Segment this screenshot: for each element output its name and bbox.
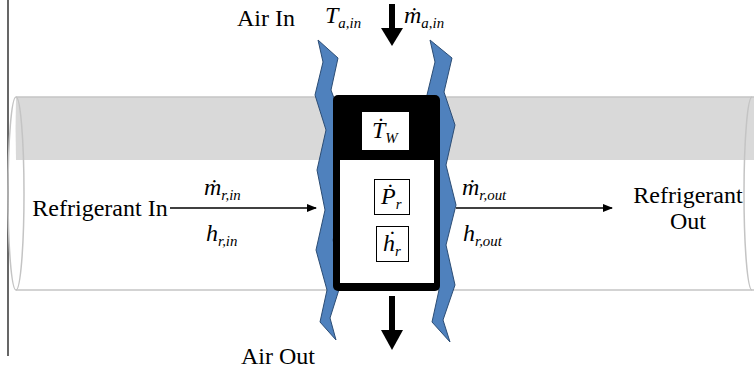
refrigerant-arrow <box>456 207 612 209</box>
symbol: ṁ <box>404 2 421 28</box>
variable-box: ḣr <box>376 226 409 262</box>
variable-label: hr,out <box>463 220 502 246</box>
variable-label: ṁr,out <box>462 174 506 200</box>
subscript: r,in <box>221 187 240 203</box>
symbol: h <box>206 220 218 246</box>
air-arrow <box>389 296 395 332</box>
symbol: h <box>463 220 475 246</box>
state-variable: ṪW <box>372 117 398 143</box>
flow-label: Refrigerant Out <box>626 182 750 235</box>
symbol: ṁ <box>462 174 479 200</box>
symbol: ḣ <box>383 230 395 256</box>
flow-label: Air Out <box>241 343 315 369</box>
air-arrow-head <box>381 330 403 350</box>
variable-label: ṁr,in <box>204 174 241 200</box>
control-volume <box>333 95 440 291</box>
tube-end <box>744 97 752 290</box>
symbol: Ṗ <box>381 183 396 209</box>
subscript: r,out <box>475 233 502 249</box>
subscript: a,in <box>421 15 444 31</box>
subscript: W <box>385 130 397 146</box>
flow-label: Refrigerant In <box>25 195 175 221</box>
flow-label: Air In <box>237 5 295 31</box>
subscript: r <box>395 243 401 259</box>
tube-end <box>8 97 24 290</box>
symbol: Ṫ <box>372 117 385 143</box>
subscript: a,in <box>338 15 361 31</box>
air-arrow-head <box>381 28 403 46</box>
tube-shade <box>15 97 16 160</box>
refrigerant-arrow <box>170 207 316 209</box>
state-variable: ḣr <box>383 230 401 256</box>
control-volume-inner <box>340 160 434 283</box>
variable-label: ṁa,in <box>404 2 444 28</box>
air-arrow <box>389 4 395 30</box>
subscript: r <box>396 196 402 212</box>
variable-box: ṪW <box>361 111 410 151</box>
state-variable: Ṗr <box>381 183 401 209</box>
variable-box: Ṗr <box>374 179 410 215</box>
variable-label: Ta,in <box>325 2 361 28</box>
subscript: r,out <box>479 187 506 203</box>
symbol: T <box>325 2 338 28</box>
subscript: r,in <box>218 233 237 249</box>
variable-label: hr,in <box>206 220 237 246</box>
symbol: ṁ <box>204 174 221 200</box>
